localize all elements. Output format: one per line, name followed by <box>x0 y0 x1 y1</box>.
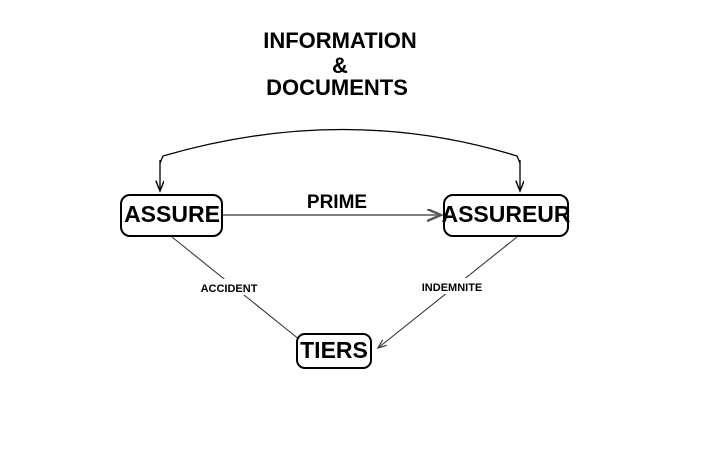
edge-accident: ACCIDENT <box>171 236 301 341</box>
indemnite-label-backing <box>414 278 490 294</box>
tiers-label: TIERS <box>300 337 368 363</box>
assure-box[interactable] <box>120 194 223 237</box>
node-assure[interactable]: ASSURE <box>120 194 223 237</box>
information-documents-arc <box>159 128 521 164</box>
indemnite-label: INDEMNITE <box>422 282 483 294</box>
diagram-title: INFORMATION & DOCUMENTS <box>263 28 417 100</box>
prime-label: PRIME <box>307 192 367 213</box>
assureur-label: ASSUREUR <box>441 201 570 227</box>
title-line-documents: DOCUMENTS <box>266 75 408 100</box>
tiers-box[interactable] <box>296 333 372 369</box>
title-line-information: INFORMATION <box>263 28 417 53</box>
edge-indemnite: INDEMNITE <box>378 236 518 348</box>
edge-information-documents <box>159 128 521 192</box>
assureur-box[interactable] <box>443 194 569 237</box>
edge-prime: PRIME <box>223 192 441 215</box>
node-tiers[interactable]: TIERS <box>296 333 372 369</box>
assure-label: ASSURE <box>124 201 220 227</box>
accident-label-backing <box>196 279 264 295</box>
title-line-ampersand: & <box>332 53 348 78</box>
accident-label: ACCIDENT <box>201 283 258 295</box>
node-assureur[interactable]: ASSUREUR <box>441 194 571 237</box>
